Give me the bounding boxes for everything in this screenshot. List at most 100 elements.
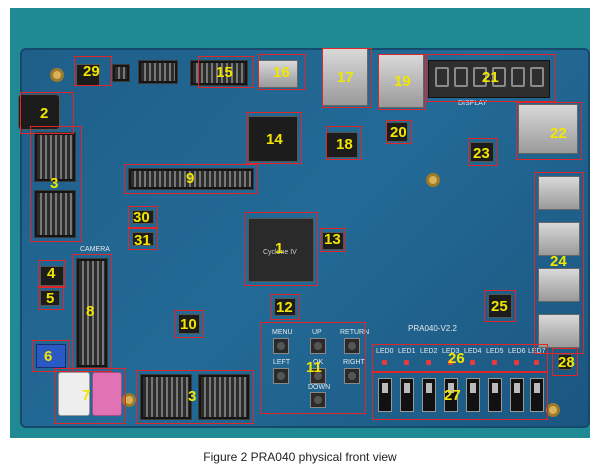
dip-switch [36,344,66,368]
segment-digit [473,67,487,87]
button-label-up: UP [312,329,322,336]
callout-number: 28 [558,354,575,371]
led [534,360,539,365]
toggle-switch [400,378,414,412]
mounting-hole [426,173,440,187]
callout-number: 14 [266,131,283,148]
callout-box-25 [484,290,516,322]
callout-number: 13 [324,231,341,248]
board-photo: DISPLAY Cyclone IV CAMERA MEN [10,8,590,438]
callout-box-10 [174,310,204,338]
callout-number: 26 [448,350,465,367]
ic-chip [178,314,200,334]
callout-box-31 [128,228,158,250]
camera-label: CAMERA [80,246,110,253]
callout-number: 3 [50,175,59,192]
callout-box-23 [468,138,498,166]
callout-box-9 [124,164,258,194]
toggle-switch [422,378,436,412]
callout-box-15 [198,56,254,88]
callout-box-20 [386,120,412,144]
led [514,360,519,365]
callout-box-11 [260,322,366,414]
callout-number: 22 [550,125,567,142]
led-label: LED0 [376,348,394,355]
callout-number: 4 [47,265,56,282]
callout-box-28 [552,348,578,376]
audio-jack [58,372,90,416]
toggle-switch [466,378,480,412]
callout-number: 10 [180,316,197,333]
callout-number: 19 [394,73,411,90]
mounting-hole [50,68,64,82]
usb-port [538,268,580,302]
callout-number: 9 [186,170,195,187]
display-label: DISPLAY [458,100,488,107]
segment-digit [454,67,468,87]
callout-number: 17 [337,69,354,86]
led [448,360,453,365]
ic-chip [470,142,494,162]
led [404,360,409,365]
toggle-switch [444,378,458,412]
gpio-header [34,132,76,182]
mounting-hole [546,403,560,417]
callout-box-6 [32,340,70,372]
ic-chip [558,354,572,370]
ic-chip [326,132,358,158]
ic-chip [132,210,154,224]
callout-box-14 [246,112,302,164]
ic-chip [274,298,296,316]
ic-chip [322,232,344,250]
led-label: LED2 [420,348,438,355]
button-label-menu: MENU [272,329,293,336]
power-jack [18,94,60,130]
callout-box-4 [38,260,66,288]
callout-box-3 [30,126,82,242]
usb-socket [322,48,368,106]
callout-number: 20 [390,124,407,141]
callout-box-13 [320,228,346,252]
callout-box-22 [516,102,582,160]
callout-number: 11 [306,359,322,376]
jumper-header [112,64,130,82]
camera-connector [76,258,108,368]
callout-box-19 [378,54,426,110]
button-label-left: LEFT [273,359,291,366]
led [492,360,497,365]
button-up [310,338,326,354]
button-label-ok: OK [313,359,324,366]
callout-number: 3 [188,388,197,405]
callout-box-1 [244,212,318,286]
callout-number: 8 [86,303,95,320]
callout-number: 15 [216,64,233,81]
callout-box-17 [322,48,372,108]
callout-box-24 [534,172,584,354]
ic-chip [40,266,64,286]
gpio-header [140,374,192,420]
fpga-chip: Cyclone IV [248,218,314,282]
jumper-header [138,60,178,84]
ic-chip [132,232,154,246]
ic-chip [248,116,298,162]
callout-box-29 [74,56,112,86]
callout-box-16 [258,54,306,90]
callout-box-12 [270,294,300,320]
callout-number: 31 [134,232,151,249]
led-label: LED5 [486,348,504,355]
led [382,360,387,365]
expansion-header [128,168,254,190]
board-model-label: PRA040-V2.2 [408,324,457,333]
callout-number: 30 [133,209,150,226]
callout-number: 6 [44,348,53,365]
led-label: LED3 [442,348,460,355]
led-label: LED6 [508,348,526,355]
callout-number: 16 [273,64,290,81]
gpio-header [198,374,250,420]
led [426,360,431,365]
callout-number: 21 [482,69,499,86]
callout-box-21 [426,54,556,102]
callout-box-26 [372,344,548,372]
gpio-header [34,190,76,238]
audio-jack [92,372,122,416]
